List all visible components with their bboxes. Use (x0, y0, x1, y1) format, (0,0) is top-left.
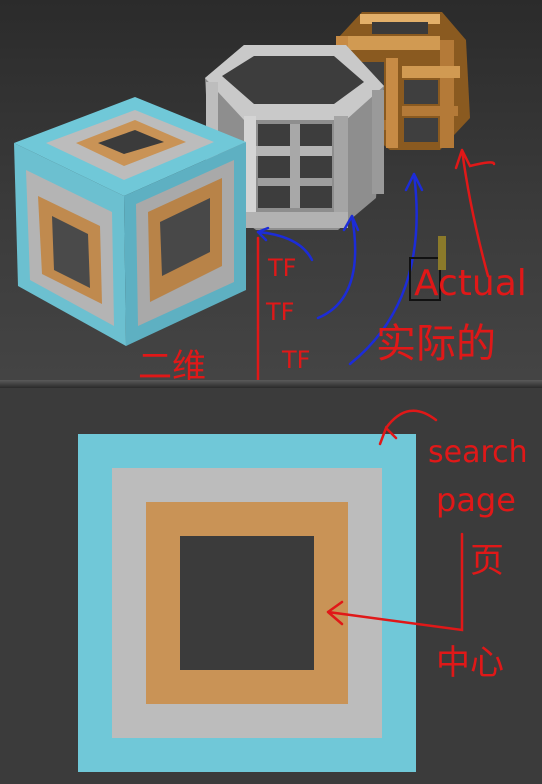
small-marker (438, 236, 446, 270)
front-framed-cube (14, 97, 246, 346)
center-hole (180, 536, 314, 670)
nested-square-diagram (78, 434, 416, 772)
annotation-ye: 页 (470, 541, 504, 581)
annotation-tf-1: TF (268, 254, 297, 282)
annotation-tf-2: TF (266, 298, 295, 326)
viewport-canvas (14, 12, 496, 386)
annotation-actual-cn: 实际的 (376, 321, 496, 367)
red-pointers (326, 409, 464, 632)
annotation-center: 中心 (436, 643, 504, 683)
viewport-divider[interactable] (0, 380, 542, 388)
annotation-search: search (428, 435, 528, 470)
2d-canvas (78, 409, 464, 772)
red-arrows (256, 148, 496, 386)
annotation-tf-3: TF (282, 346, 311, 374)
3d-viewport[interactable]: 二维 TF TF TF Actual 实际的 (0, 0, 542, 386)
blue-arrows (256, 172, 424, 366)
annotation-two-d: 二维 (138, 347, 206, 387)
annotation-page: page (436, 481, 516, 519)
2d-viewport[interactable]: search page 页 中心 (0, 388, 542, 784)
annotation-actual: Actual (414, 263, 527, 304)
selection-box (409, 257, 441, 301)
gray-cage-cube (205, 45, 384, 230)
